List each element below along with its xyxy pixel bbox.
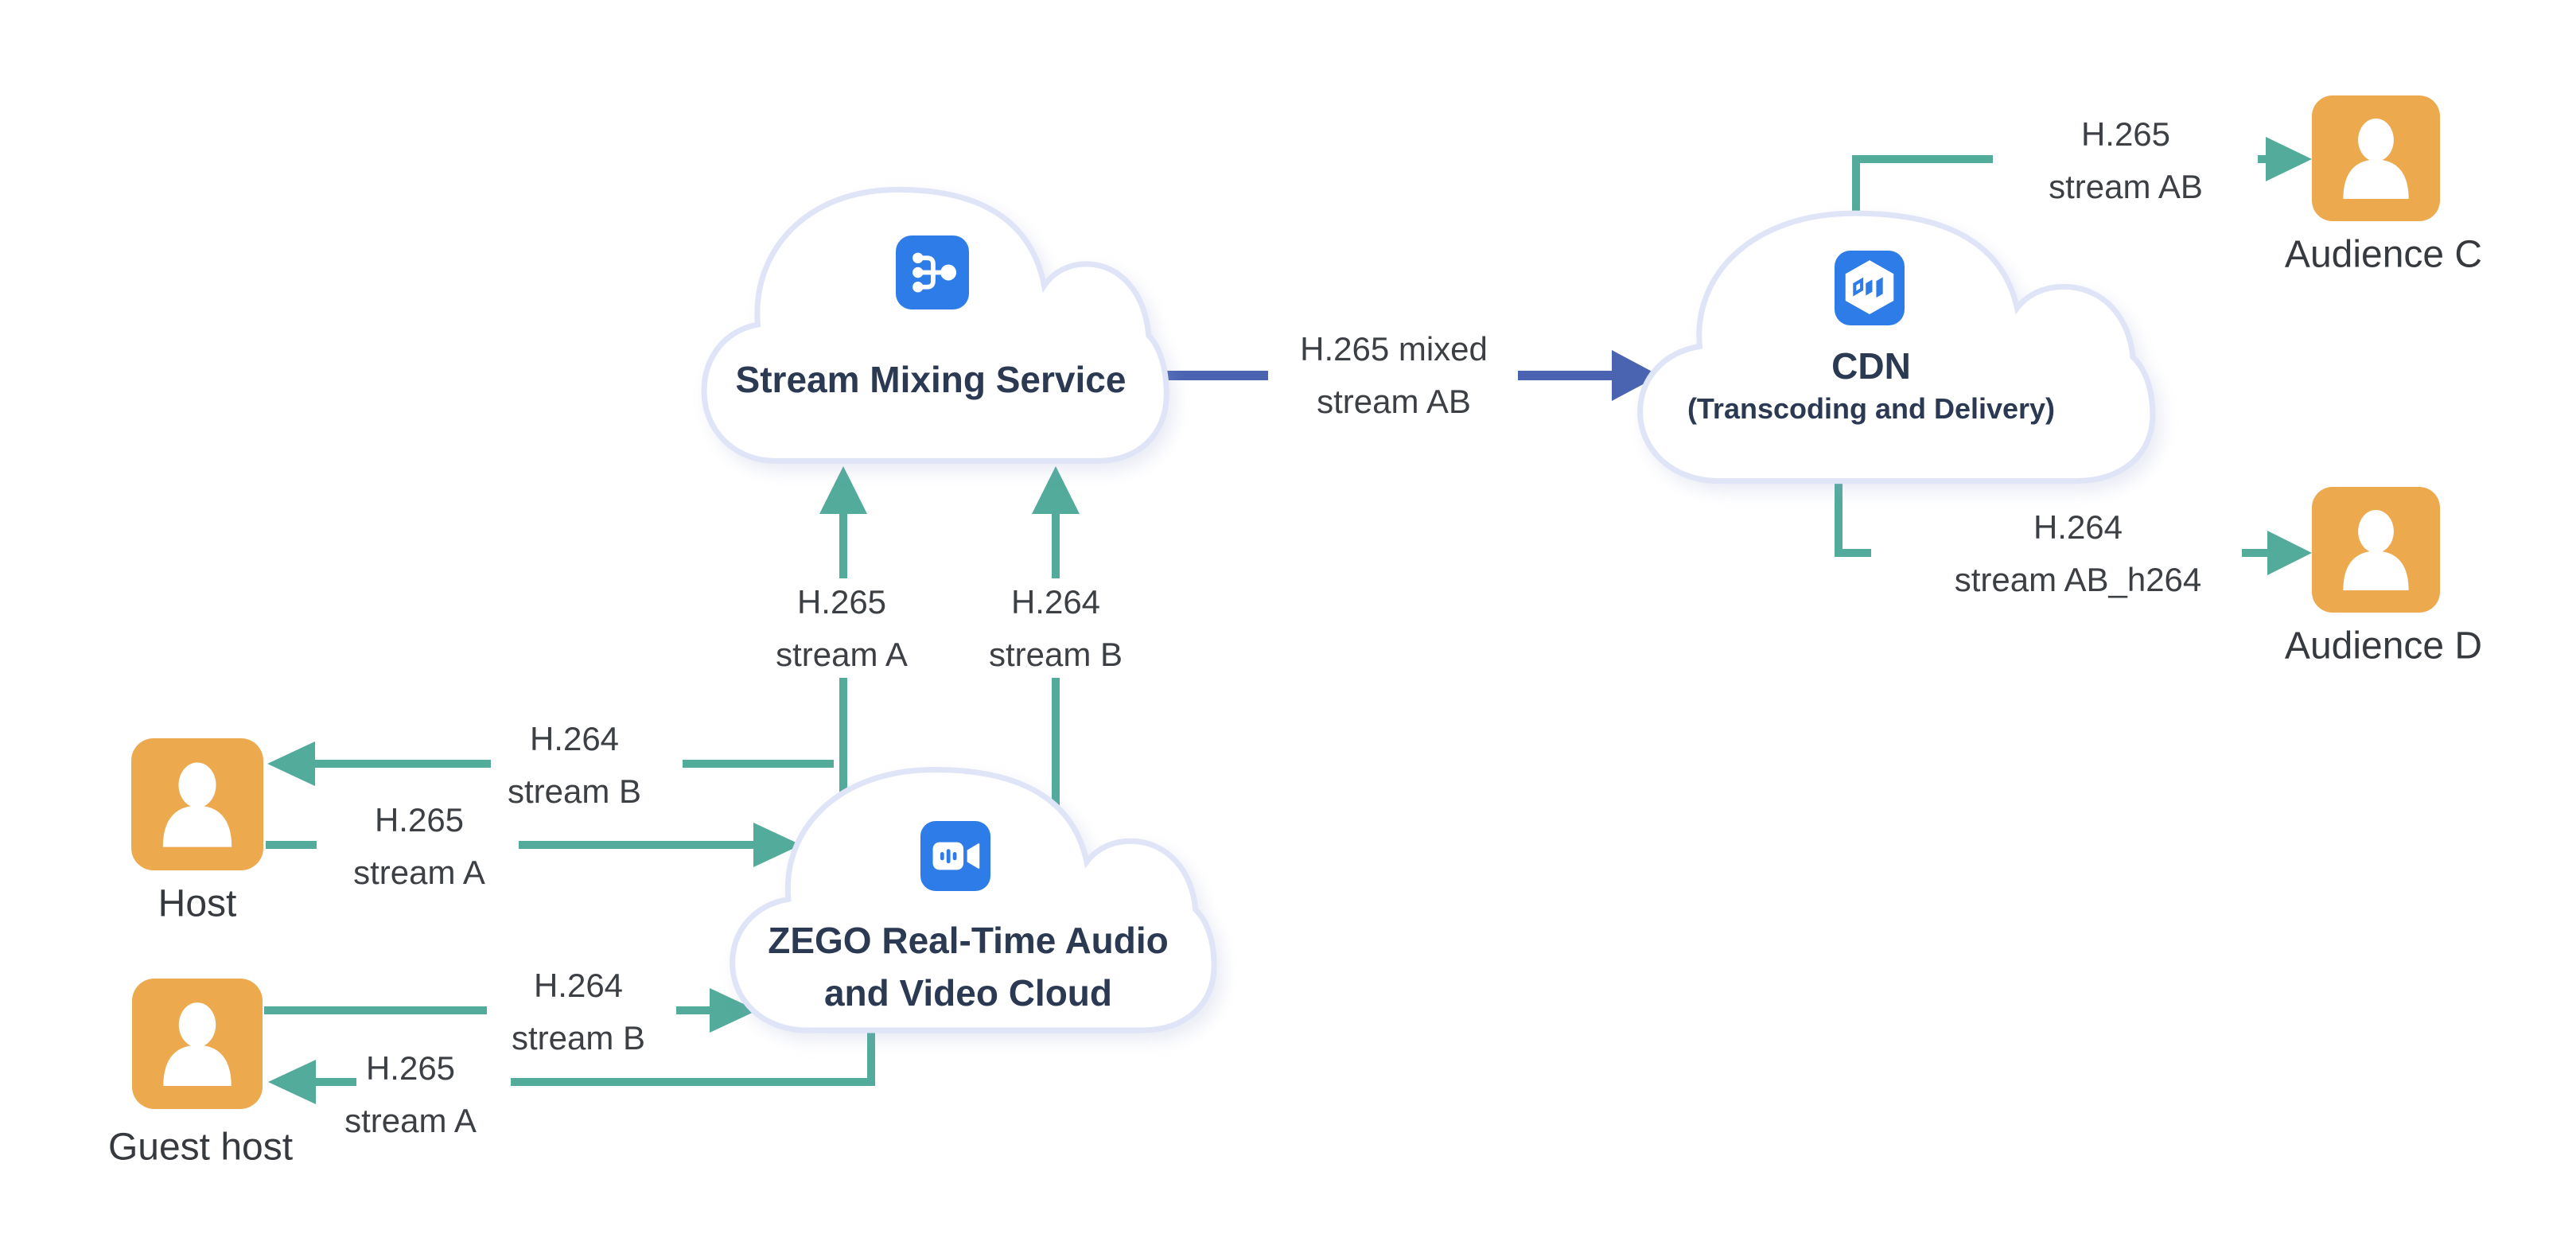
cdn-cloud [1627,195,2156,493]
cdn-subtitle: (Transcoding and Delivery) [1687,392,2056,425]
host-person-icon [131,738,263,870]
edge-label-cdn-to-audience-c: H.265 stream AB [2049,108,2203,213]
zego-title-line1: ZEGO Real-Time Audio [768,920,1169,961]
edge-label-line: stream B [507,772,642,810]
edge-label-zego-to-host: H.264 stream B [508,713,641,818]
edge-label-line: H.265 [374,801,465,839]
video-camera-icon [920,821,990,891]
guest-host-person-icon [132,979,263,1109]
edge-label-line: H.264 [1010,583,1101,621]
edge-label-line: stream A [776,636,908,673]
arrowhead-into-host [267,741,315,786]
edge-label-line: stream B [988,636,1123,673]
stream-mixing-icon [896,235,969,309]
audience-d-person-icon [2312,487,2440,613]
edge-label-line: stream A [344,1102,477,1139]
edge-label-zego-to-guest: H.265 stream A [344,1042,477,1147]
stream-mixing-title: Stream Mixing Service [735,359,1127,400]
edge-zego-to-guest-line [316,1020,875,1086]
edge-label-line: H.265 [2080,115,2171,153]
edge-label-line: H.265 [796,583,887,621]
edge-label-mixer-to-cdn: H.265 mixed stream AB [1300,323,1488,428]
cloud-shape [1627,195,2156,493]
zego-cloud-title: ZEGO Real-Time Audio and Video Cloud [768,914,1169,1019]
edge-label-guest-to-zego: H.264 stream B [512,959,645,1064]
audience-c-person-icon [2312,95,2440,221]
edge-label-zego-to-mixer-b: H.264 stream B [989,576,1123,681]
edge-label-line: stream A [353,854,485,891]
edge-label-line: stream B [511,1019,646,1057]
cdn-title: CDN [1831,345,1911,387]
arrowhead-into-mixer-a [819,466,867,514]
edge-label-host-to-zego: H.265 stream A [353,794,485,899]
arrowhead-into-audience-c [2266,137,2312,181]
edge-label-line: H.264 [533,967,624,1004]
edge-cdn-to-audience-d-line [1835,468,2267,557]
zego-cloud [720,752,1217,1042]
arrowhead-into-mixer-b [1032,466,1080,514]
audience-d-label: Audience D [2284,625,2483,667]
edge-label-zego-to-mixer-a: H.265 stream A [776,576,908,681]
edge-label-line: H.264 [2033,508,2123,546]
zego-title-line2: and Video Cloud [823,972,1113,1014]
guest-host-label: Guest host [107,1126,294,1169]
cdn-hexagon-icon [1835,251,1905,325]
arrowhead-into-audience-d [2267,531,2312,575]
arrowhead-into-guest [268,1060,316,1104]
edge-label-line: stream AB_h264 [1954,561,2202,598]
edge-label-line: H.265 [365,1049,456,1087]
edge-label-line: H.264 [529,720,620,757]
edge-label-line: stream AB [1317,383,1471,420]
edge-cdn-to-audience-c-line [1852,155,2266,232]
arrowhead-into-zego-from-guest [710,988,757,1033]
host-label: Host [158,882,237,925]
arrowhead-into-zego [753,823,801,867]
cloud-shape [720,752,1217,1042]
arrowhead-into-cdn [1612,350,1660,401]
edge-label-cdn-to-audience-d: H.264 stream AB_h264 [1955,501,2202,606]
stream-mixing-cloud [692,171,1169,473]
edge-label-line: H.265 mixed [1300,330,1488,368]
edge-label-line: stream AB [2049,168,2203,205]
cloud-shape [692,171,1169,473]
audience-c-label: Audience C [2284,233,2483,276]
